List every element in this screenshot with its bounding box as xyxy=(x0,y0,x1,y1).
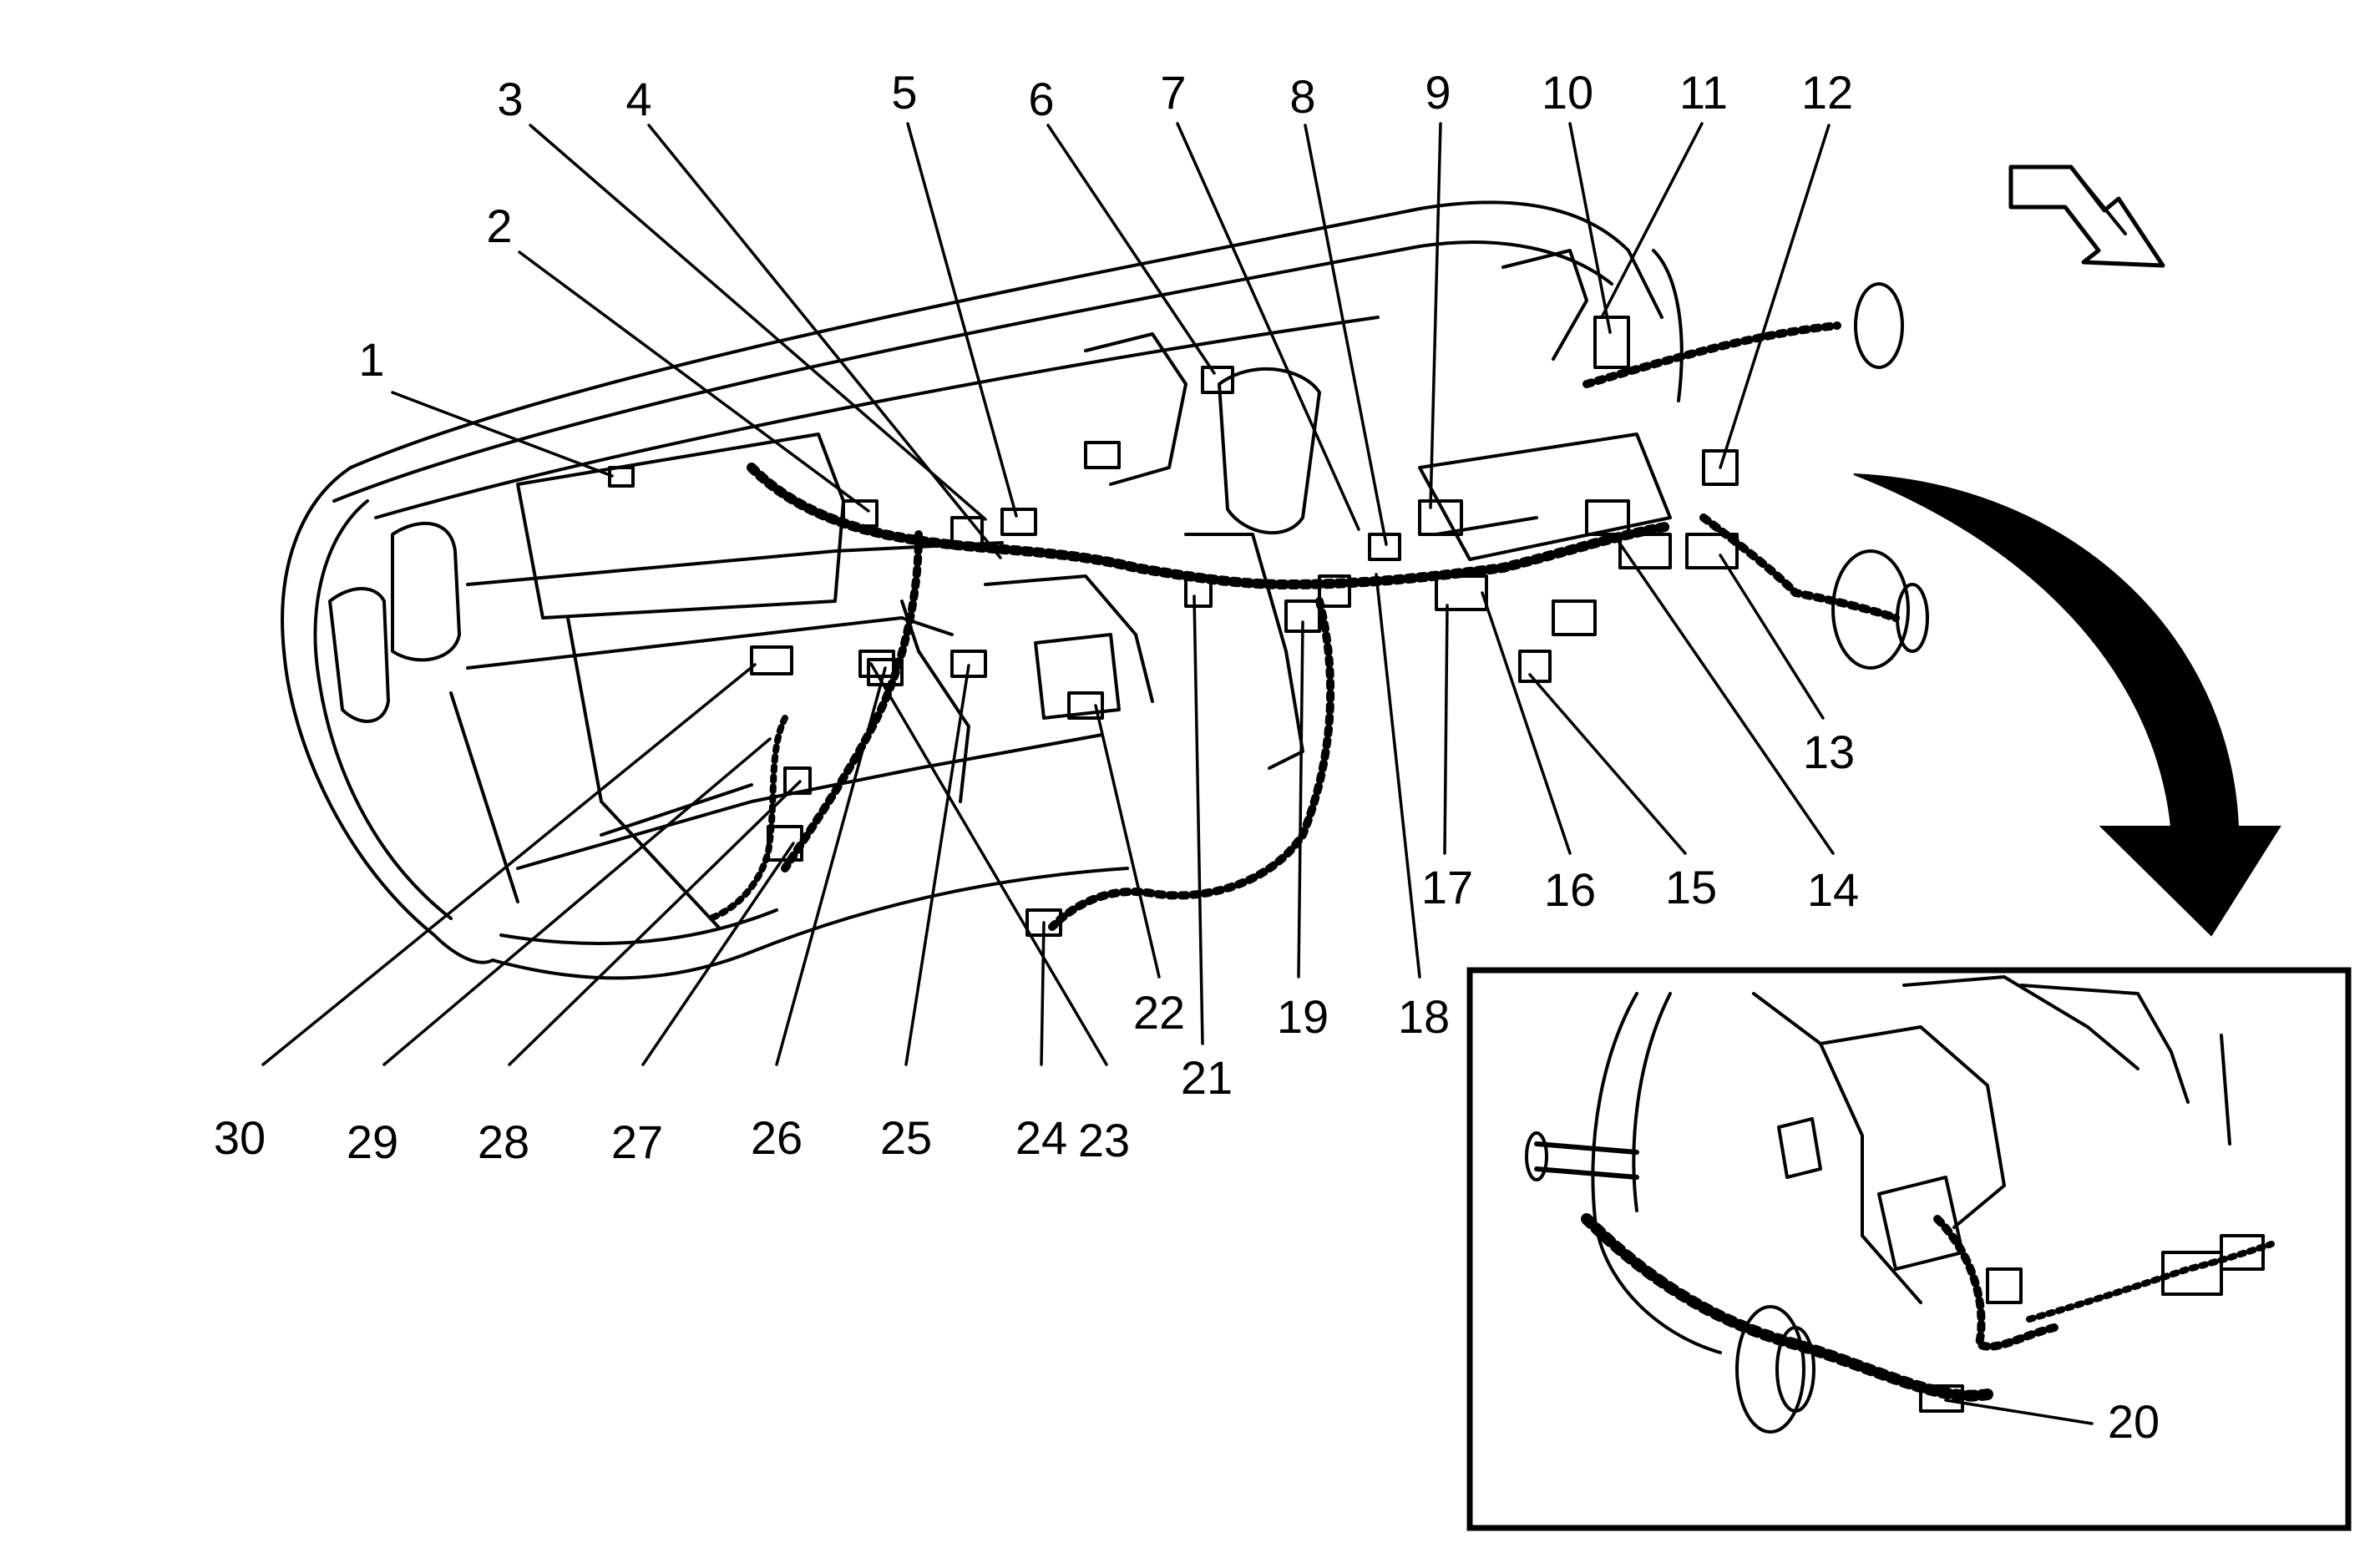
instrument-panel-drawing xyxy=(281,200,1929,980)
callout-3: 3 xyxy=(497,73,523,125)
callout-11: 11 xyxy=(1679,66,1728,119)
callout-22: 22 xyxy=(1133,986,1185,1039)
callout-5: 5 xyxy=(891,66,917,119)
front-direction-arrow-icon xyxy=(2008,164,2165,268)
callout-4: 4 xyxy=(625,73,651,125)
callout-8: 8 xyxy=(1289,70,1315,123)
callout-25: 25 xyxy=(880,1111,932,1164)
callout-28: 28 xyxy=(478,1115,529,1168)
callout-9: 9 xyxy=(1425,66,1451,119)
callout-15: 15 xyxy=(1665,861,1717,913)
detail-inset-view xyxy=(1466,967,2352,1531)
detail-view-arrow-icon xyxy=(1853,473,2281,937)
callout-17: 17 xyxy=(1421,861,1473,913)
callout-30: 30 xyxy=(214,1111,266,1164)
callout-leader-lines xyxy=(261,122,2094,1425)
callout-2: 2 xyxy=(486,200,512,252)
callout-12: 12 xyxy=(1801,66,1853,119)
callout-26: 26 xyxy=(751,1111,803,1164)
callout-29: 29 xyxy=(347,1115,398,1168)
callout-19: 19 xyxy=(1277,990,1329,1043)
callout-7: 7 xyxy=(1160,66,1186,119)
callout-18: 18 xyxy=(1398,990,1450,1043)
callout-27: 27 xyxy=(611,1115,663,1168)
callout-14: 14 xyxy=(1807,863,1859,916)
callout-20: 20 xyxy=(2108,1395,2160,1448)
callout-1: 1 xyxy=(358,333,384,386)
callout-23: 23 xyxy=(1078,1114,1130,1166)
callout-labels: 1 2 3 4 5 6 7 8 9 10 11 12 13 14 15 16 1… xyxy=(214,66,2160,1448)
callout-21: 21 xyxy=(1181,1051,1233,1104)
callout-16: 16 xyxy=(1544,863,1596,916)
callout-13: 13 xyxy=(1803,726,1855,778)
callout-10: 10 xyxy=(1542,66,1593,119)
callout-6: 6 xyxy=(1028,73,1054,125)
callout-24: 24 xyxy=(1015,1111,1067,1164)
